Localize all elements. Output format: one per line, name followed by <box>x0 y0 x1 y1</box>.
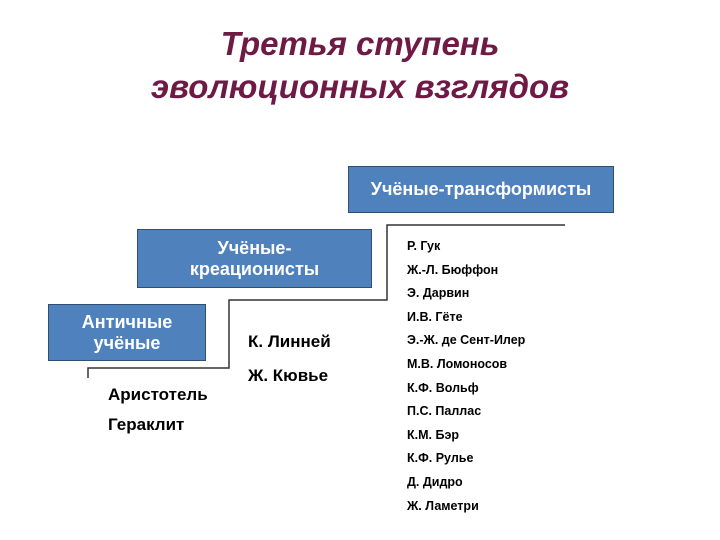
step-label-line: Античные <box>81 311 173 332</box>
step-box-antique-scientists: Античные учёные <box>48 304 206 361</box>
page-title: Третья ступень эволюционных взглядов <box>0 22 720 108</box>
scientist-name: К. Линней <box>248 332 331 351</box>
step-label-line: Учёные-трансформисты <box>370 179 592 199</box>
scientist-name: Ж. Кювье <box>248 366 329 385</box>
title-line-2: эволюционных взглядов <box>150 68 570 105</box>
scientist-name: Э. Дарвин <box>407 286 470 301</box>
scientist-name: Д. Дидро <box>407 474 463 489</box>
scientist-name: Ж. Ламетри <box>407 498 479 513</box>
names-list-antique: Аристотель Гераклит <box>108 384 208 444</box>
scientist-name: Гераклит <box>108 415 185 434</box>
step-box-creationists: Учёные- креационисты <box>137 229 372 288</box>
names-list-creationists: К. Линней Ж. Кювье <box>248 331 331 399</box>
step-label-line: креационисты <box>189 258 320 279</box>
scientist-name: К.Ф. Вольф <box>407 380 479 395</box>
staircase-line <box>87 224 565 378</box>
step-label-line: Учёные- <box>217 237 292 258</box>
title-line-1: Третья ступень <box>220 25 500 62</box>
step-label-line: учёные <box>93 332 161 353</box>
scientist-name: И.В. Гёте <box>407 309 463 324</box>
scientist-name: К.М. Бэр <box>407 427 459 442</box>
scientist-name: П.С. Паллас <box>407 404 482 419</box>
scientist-name: Аристотель <box>108 385 208 404</box>
scientist-name: Ж.-Л. Бюффон <box>407 262 499 277</box>
scientist-name: Э.-Ж. де Сент-Илер <box>407 333 526 348</box>
scientist-name: М.В. Ломоносов <box>407 356 508 371</box>
scientist-name: К.Ф. Рулье <box>407 451 474 466</box>
names-list-transformists: Р. Гук Ж.-Л. Бюффон Э. Дарвин И.В. Гёте … <box>407 237 525 520</box>
scientist-name: Р. Гук <box>407 239 441 253</box>
step-box-transformists: Учёные-трансформисты <box>348 166 614 213</box>
